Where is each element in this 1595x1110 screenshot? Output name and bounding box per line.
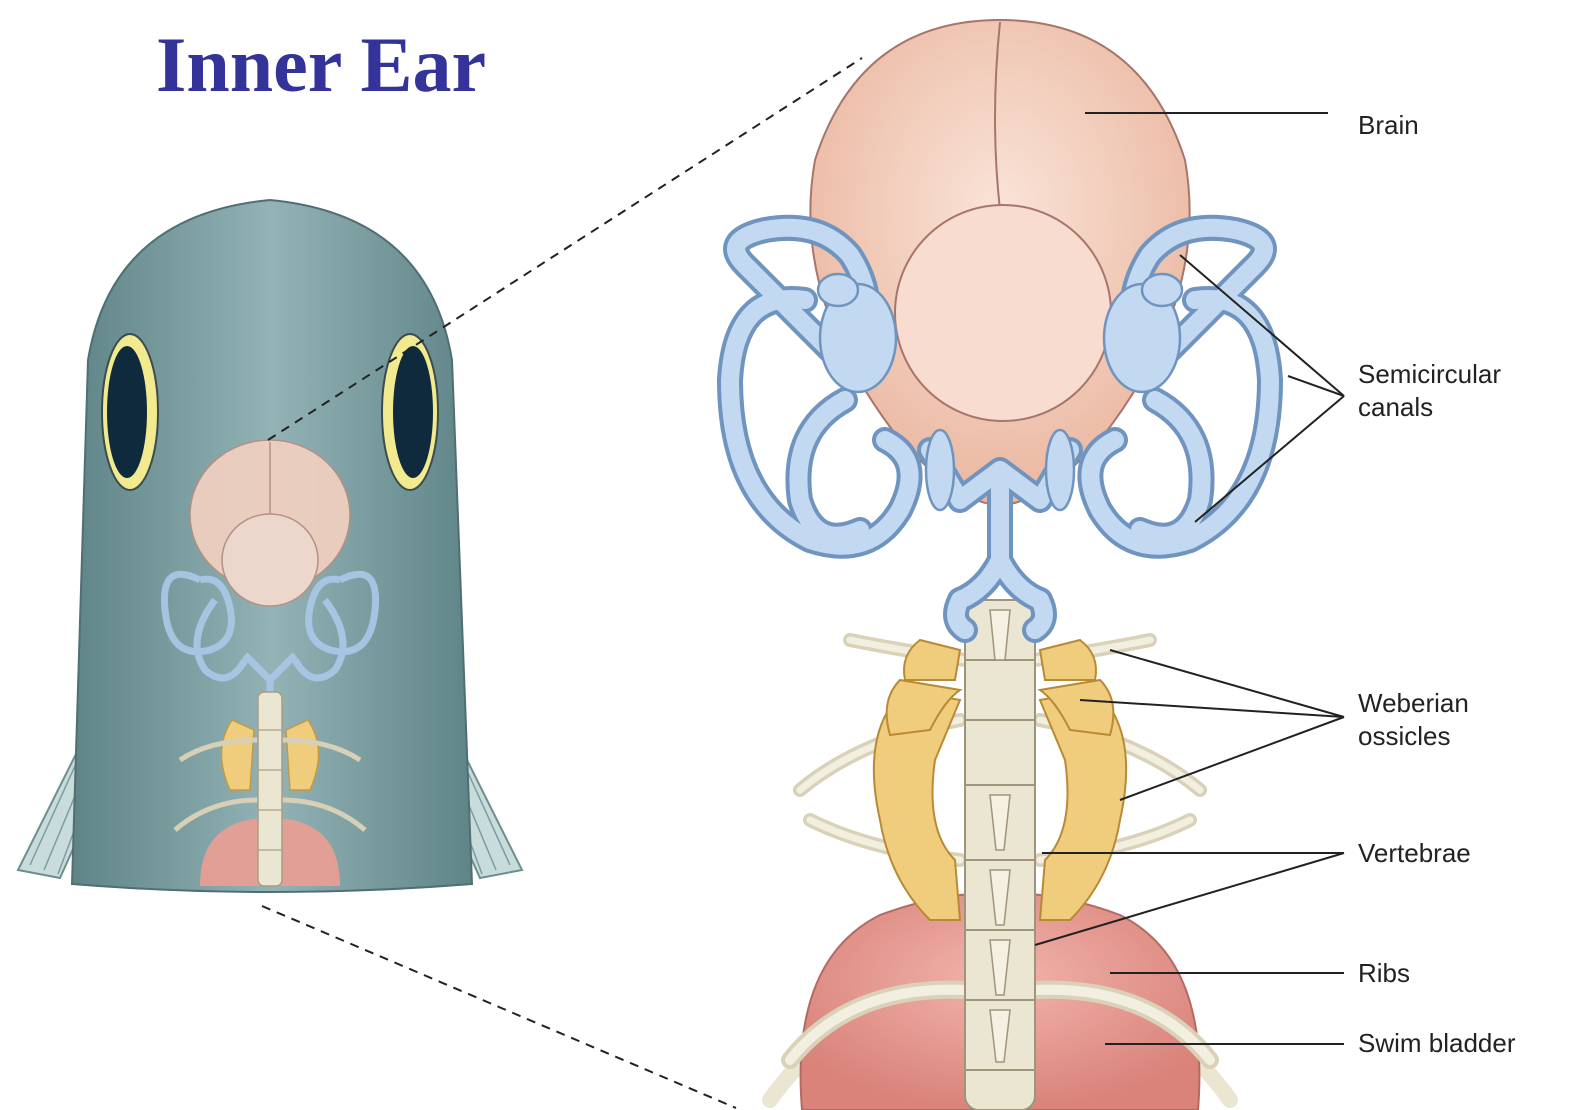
label-semicircular-line2: canals [1358,392,1433,423]
right-saccule [1046,430,1074,510]
right-eye [393,346,433,478]
enlarged-view [730,20,1270,1110]
cerebellum [895,205,1111,421]
label-semicircular-line1: Semicircular [1358,359,1501,390]
vertebral-column [965,600,1035,1110]
right-ampulla [1142,274,1182,306]
left-ampulla [818,274,858,306]
label-ribs: Ribs [1358,958,1410,989]
label-brain: Brain [1358,110,1419,141]
label-vertebrae: Vertebrae [1358,838,1471,869]
label-weberian-line2: ossicles [1358,721,1450,752]
fish-head [18,200,522,892]
left-saccule [926,430,954,510]
small-spine [258,692,282,886]
left-ossicle-front [904,640,960,680]
right-ossicle-front [1040,640,1096,680]
left-eye [107,346,147,478]
label-swim-bladder: Swim bladder [1358,1028,1516,1059]
label-weberian-line1: Weberian [1358,688,1469,719]
small-cerebellum [222,514,318,606]
